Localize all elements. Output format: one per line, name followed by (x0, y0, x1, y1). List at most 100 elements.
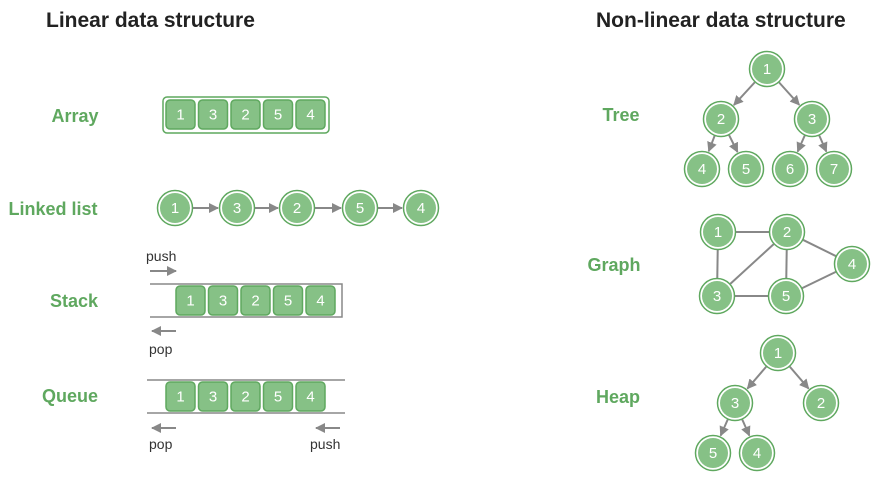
array-cell-value: 3 (209, 107, 217, 124)
array-cell: 4 (295, 99, 326, 130)
linked-list-node: 5 (341, 189, 379, 227)
heap-node: 4 (738, 434, 776, 472)
stack-cell-box (240, 285, 271, 316)
linked-list-node: 4 (402, 189, 440, 227)
graph-edge (802, 239, 837, 257)
queue-cell-value: 2 (241, 389, 249, 406)
stack-cell-value: 4 (316, 293, 324, 310)
tree-node: 4 (683, 150, 721, 188)
tree-node-value: 1 (763, 61, 771, 78)
graph-node-value: 5 (782, 288, 790, 305)
heap-node: 1 (759, 334, 797, 372)
heap-node: 2 (802, 384, 840, 422)
tree-node-fill (775, 154, 805, 184)
array-cell: 1 (165, 99, 196, 130)
heap-node-fill (806, 388, 836, 418)
array-outline (162, 96, 330, 134)
tree-node: 3 (793, 100, 831, 138)
linked-list-node-fill (282, 193, 312, 223)
linked-list-node-value: 1 (171, 200, 179, 217)
graph-node-value: 2 (783, 224, 791, 241)
graph-node-fill (703, 217, 733, 247)
graph-node-fill (702, 281, 732, 311)
tree-node-value: 5 (742, 161, 750, 178)
graph-node: 2 (768, 213, 806, 251)
stack-pop-label: pop (149, 341, 173, 357)
graph-node: 4 (833, 245, 871, 283)
queue-cell: 5 (262, 381, 294, 412)
graph-label: Graph (587, 255, 640, 275)
array-cell-value: 4 (306, 107, 314, 124)
tree-node-value: 4 (698, 161, 706, 178)
array-label: Array (51, 106, 98, 126)
graph-node-fill (771, 281, 801, 311)
heap-edge (741, 419, 751, 437)
stack-cell-box (207, 285, 239, 316)
tree-edge (728, 134, 739, 153)
tree-node-fill (706, 104, 736, 134)
queue-cell: 3 (197, 381, 229, 412)
heap-node-value: 4 (753, 445, 761, 462)
graph-node-value: 1 (714, 224, 722, 241)
array-cell: 2 (230, 99, 261, 130)
stack-cell-value: 2 (251, 293, 259, 310)
stack-cell-box (175, 285, 206, 316)
tree-node: 6 (771, 150, 809, 188)
tree-edge (796, 135, 806, 153)
linked-list-node-fill (222, 193, 252, 223)
tree-node: 1 (748, 50, 786, 88)
tree-node-value: 3 (808, 111, 816, 128)
graph-node-fill (772, 217, 802, 247)
graph-edge (729, 243, 775, 285)
stack-cell: 2 (240, 285, 271, 316)
tree-node-fill (752, 54, 782, 84)
graph-node-value: 3 (713, 288, 721, 305)
queue-cell-value: 5 (274, 389, 282, 406)
array-cell: 3 (197, 99, 229, 130)
linked-list-node: 3 (218, 189, 256, 227)
tree-label: Tree (602, 105, 639, 125)
linked-list-node-value: 5 (356, 200, 364, 217)
tree-node: 7 (815, 150, 853, 188)
stack-cell: 3 (207, 285, 239, 316)
queue-cell: 2 (230, 381, 261, 412)
heap-label: Heap (596, 387, 640, 407)
queue-cell-value: 1 (176, 389, 184, 406)
queue-cell-box (197, 381, 229, 412)
linked-list-structure: 1 3 2 5 4 (156, 189, 440, 227)
heap-node-value: 1 (774, 345, 782, 362)
tree-structure: 1 2 3 4 5 6 7 (683, 50, 853, 188)
tree-edge (778, 81, 801, 106)
graph-node: 5 (767, 277, 805, 315)
array-cell-box (165, 99, 196, 130)
graph-structure: 1 2 4 3 5 (698, 213, 871, 315)
tree-edge (707, 135, 717, 153)
heap-node-fill (742, 438, 772, 468)
linked-list-node-value: 2 (293, 200, 301, 217)
queue-cell-value: 3 (209, 389, 217, 406)
array-cell-box (197, 99, 229, 130)
array-cell-value: 1 (176, 107, 184, 124)
queue-cell-box (295, 381, 326, 412)
queue-cell-box (165, 381, 196, 412)
heap-node: 5 (694, 434, 732, 472)
graph-node-value: 4 (848, 256, 856, 273)
array-cell: 5 (262, 99, 294, 130)
queue-cell: 1 (165, 381, 196, 412)
heap-node-fill (720, 388, 750, 418)
linked-list-node-value: 4 (417, 200, 425, 217)
tree-node-value: 6 (786, 161, 794, 178)
stack-cell-box (305, 285, 336, 316)
heap-node-value: 3 (731, 395, 739, 412)
array-cell-box (262, 99, 294, 130)
graph-node: 3 (698, 277, 736, 315)
graph-node-fill (837, 249, 867, 279)
stack-cell: 5 (272, 285, 304, 316)
stack-cell-value: 3 (219, 293, 227, 310)
queue-cell: 4 (295, 381, 326, 412)
tree-node-fill (819, 154, 849, 184)
tree-node-value: 2 (717, 111, 725, 128)
array-cell-value: 2 (241, 107, 249, 124)
